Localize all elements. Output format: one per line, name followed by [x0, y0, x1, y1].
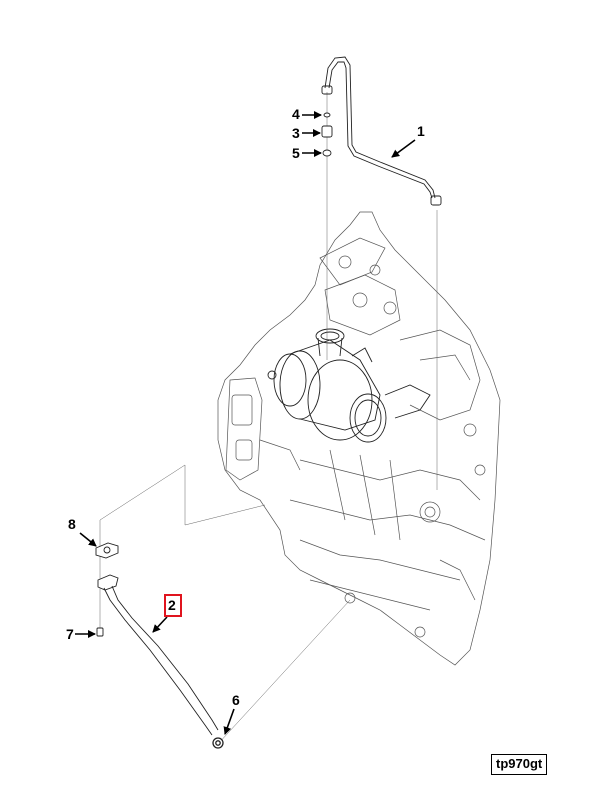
- oil-drain-tube: [97, 574, 219, 736]
- turbocharger: [267, 328, 431, 443]
- seal-ring: [212, 737, 224, 749]
- reference-code-label: tp970gt: [491, 754, 548, 776]
- callout-5: 5: [292, 145, 300, 161]
- callout-3: 3: [292, 125, 300, 141]
- callout-4: 4: [292, 106, 300, 122]
- highlighted-callout-box: [164, 594, 182, 617]
- callout-1: 1: [417, 123, 425, 139]
- oil-supply-tube: [321, 56, 442, 206]
- assembly-lines: [99, 92, 438, 746]
- capscrew: [96, 627, 104, 637]
- engine-block: [217, 211, 501, 666]
- callout-6: 6: [232, 692, 240, 708]
- gasket: [95, 542, 119, 559]
- callout-8: 8: [68, 516, 76, 532]
- callout-2: 2: [168, 597, 176, 613]
- fittings-stack: [321, 112, 333, 157]
- callout-7: 7: [66, 626, 74, 642]
- leader-arrows: [75, 111, 416, 735]
